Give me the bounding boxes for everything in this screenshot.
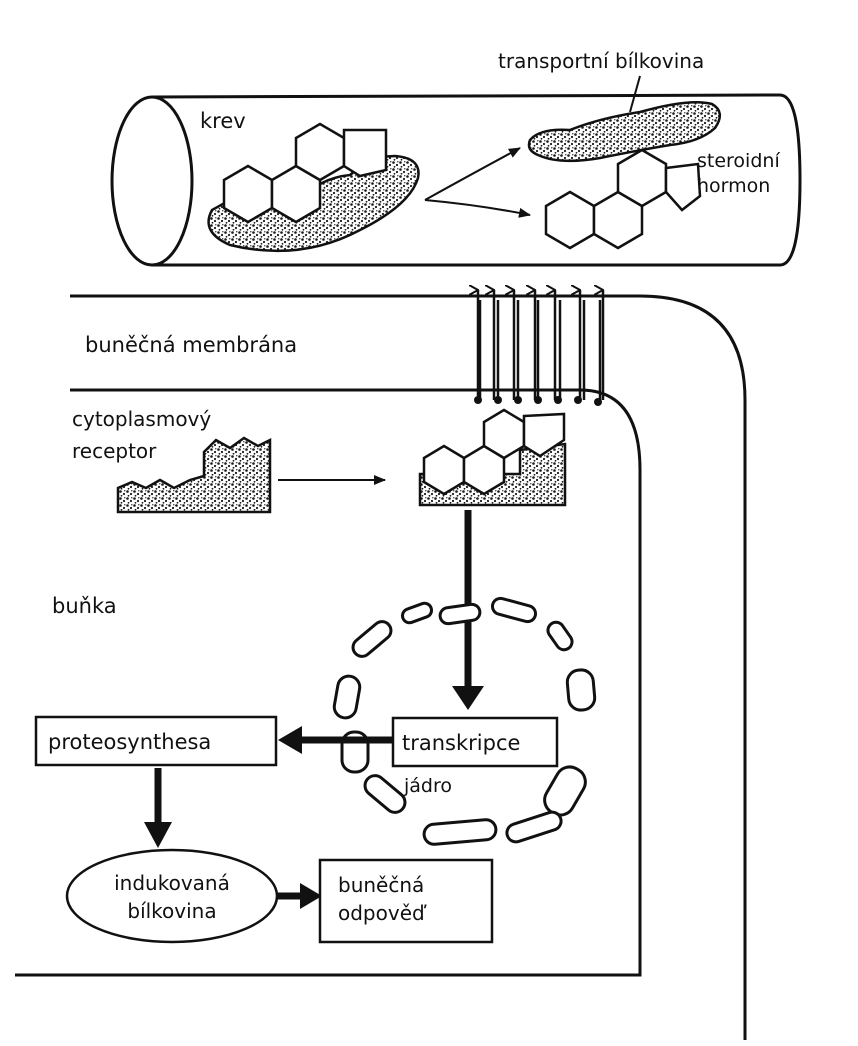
label-cell-membrane: buněčná membrána [85,333,297,357]
proteosynthesis-box [34,715,278,767]
dissociation-arrow-upper [424,147,521,201]
bound-hormone [422,408,566,496]
label-blood: krev [200,109,246,133]
transcription-box [391,716,559,768]
free-steroid-hormone [544,148,702,250]
membrane-pore-dots [474,396,602,406]
label-response-line1: buněčná [338,873,424,897]
label-nucleus: jádro [403,775,452,797]
free-transport-protein [527,100,721,163]
hormone-receptor-complex [418,408,567,507]
vessel-opening [110,95,194,267]
label-induced-line1: indukovaná [114,871,230,895]
label-receptor-line1: cytoplasmový [72,407,211,431]
label-proteosynthesis: proteosynthesa [48,730,211,754]
vessel-wall [151,93,802,267]
hormone-protein-complex [207,122,420,253]
cell-membrane [15,294,747,1040]
label-induced-line2: bílkovina [127,899,216,923]
label-steroid-line2: hormon [697,175,770,197]
transport-protein-pointer [629,75,641,113]
protein-to-response-arrowhead [300,883,322,909]
label-response-line2: odpověď [338,901,427,925]
membrane-inner-cell-boundary [15,388,642,977]
label-receptor-line2: receptor [72,439,157,463]
synthesis-to-protein-arrowhead [144,822,172,848]
membrane-diffusion-arrows [478,290,605,400]
label-cell: buňka [52,594,117,618]
nucleus-envelope [332,596,597,846]
complex-to-nucleus-arrowhead [452,686,484,710]
steroid-hormone-bound [222,122,388,224]
label-steroid-line1: steroidní [697,150,780,172]
free-receptor [116,436,272,514]
induced-protein-ellipse [65,848,279,944]
membrane-outer [70,294,747,1040]
transcription-to-synthesis-arrowhead [278,726,302,754]
label-transport-protein: transportní bílkovina [498,49,704,73]
cell-response-box [318,858,494,944]
label-transcription: transkripce [402,731,520,755]
dissociation-arrow-lower [424,199,531,218]
blood-vessel [110,93,802,267]
